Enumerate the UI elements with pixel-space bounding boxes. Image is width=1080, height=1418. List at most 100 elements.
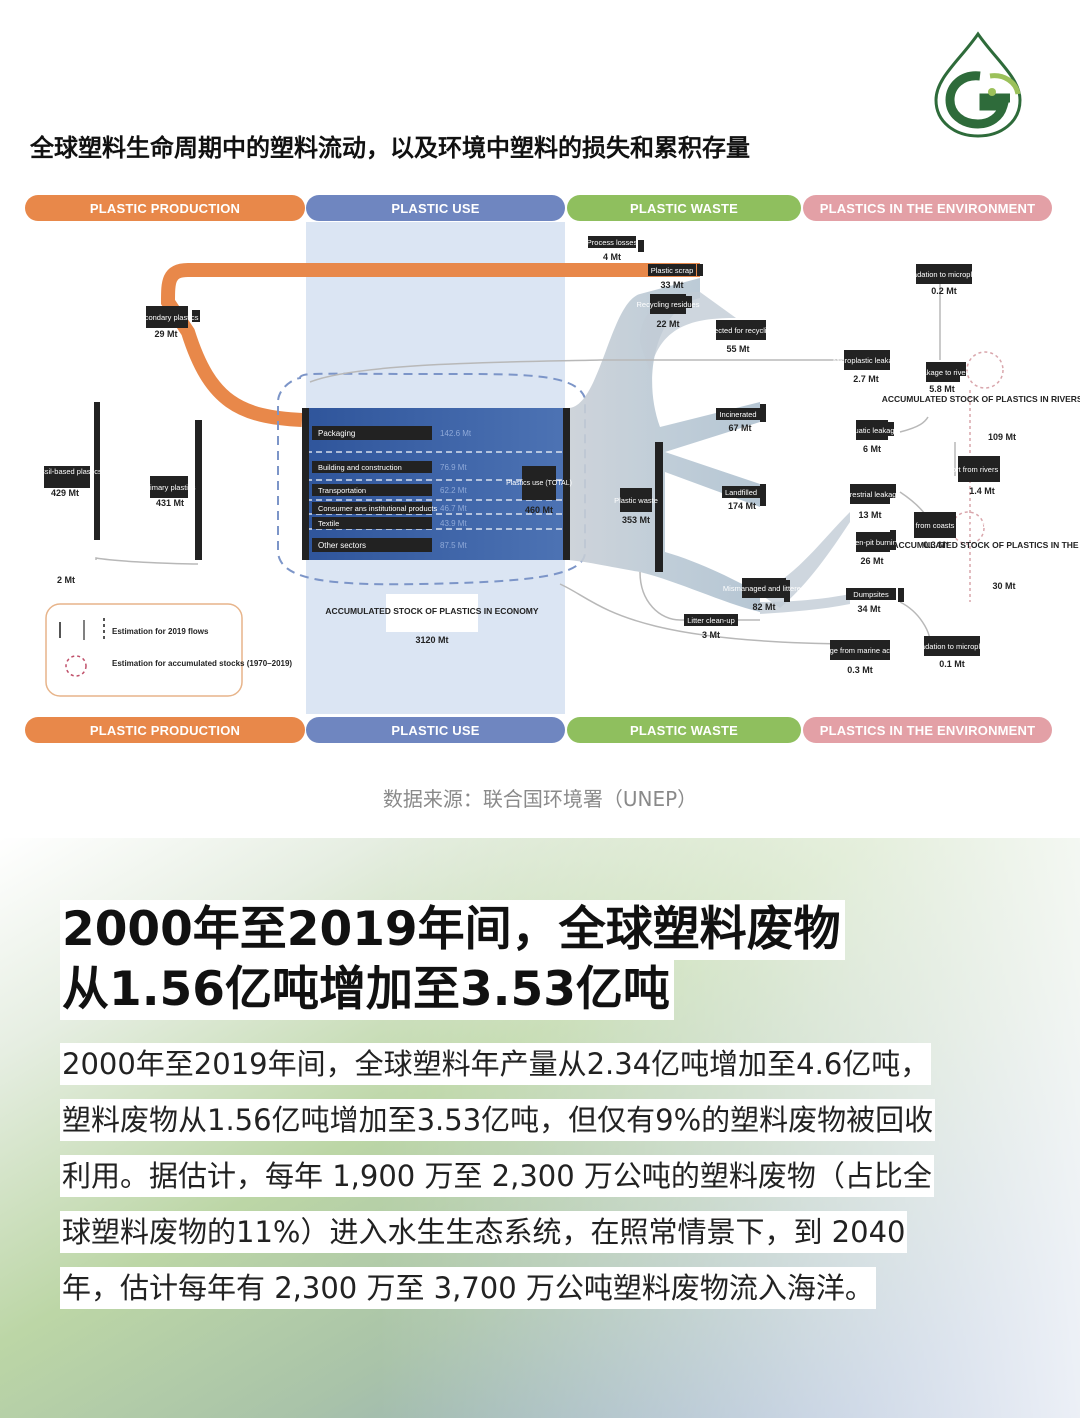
svg-text:Recycling residues: Recycling residues bbox=[637, 300, 700, 309]
svg-text:0.3 Mt: 0.3 Mt bbox=[923, 540, 949, 550]
svg-text:26 Mt: 26 Mt bbox=[860, 556, 883, 566]
svg-text:62.2 Mt: 62.2 Mt bbox=[440, 486, 467, 495]
svg-text:Consumer ans institutional pro: Consumer ans institutional products bbox=[318, 504, 437, 513]
body-text: 2000年至2019年间，全球塑料年产量从2.34亿吨增加至4.6亿吨， 塑料废… bbox=[60, 1043, 1020, 1323]
node-mismanaged: Mismanaged and littered 82 Mt bbox=[723, 578, 805, 612]
node-dumpsites: Dumpsites 34 Mt bbox=[846, 588, 896, 614]
node-landfilled: Landfilled 174 Mt bbox=[722, 486, 760, 511]
node-openpit: Open-pit burning 26 Mt bbox=[845, 532, 901, 566]
svg-text:ACCUMULATED STOCK OF PLASTICS: ACCUMULATED STOCK OF PLASTICS IN ECONOMY bbox=[325, 606, 538, 616]
svg-text:Degradation to microplastics: Degradation to microplastics bbox=[897, 270, 992, 279]
node-leak-rivers: Leakage to rivers 5.8 Mt bbox=[914, 362, 972, 394]
node-aquatic: Aquatic leakage 6 Mt bbox=[845, 420, 899, 454]
svg-text:Plastic waste: Plastic waste bbox=[614, 496, 658, 505]
node-leak-coasts: Leakage from coasts to ocean 0.3 Mt bbox=[885, 512, 985, 550]
svg-text:6 Mt: 6 Mt bbox=[863, 444, 881, 454]
node-recycling-residues: Recycling residues 22 Mt bbox=[637, 294, 700, 329]
body-line-1: 2000年至2019年间，全球塑料年产量从2.34亿吨增加至4.6亿吨， bbox=[60, 1043, 932, 1085]
svg-text:353 Mt: 353 Mt bbox=[622, 515, 650, 525]
svg-text:Process losses: Process losses bbox=[587, 238, 638, 247]
band-environment-top: PLASTICS IN THE ENVIRONMENT bbox=[803, 195, 1052, 221]
infographic-area: 全球塑料生命周期中的塑料流动，以及环境中塑料的损失和累积存量 PLASTIC P… bbox=[25, 31, 1080, 811]
node-stock-ocean: ACCUMULATED STOCK OF PLASTICS IN THE OCE… bbox=[892, 540, 1080, 591]
svg-text:Leakage from marine activities: Leakage from marine activities bbox=[809, 646, 911, 655]
node-microplastic: Microplastic leakage 2.7 Mt bbox=[833, 350, 901, 384]
logo-g-leaf-icon bbox=[934, 31, 1022, 138]
svg-text:Estimation for 2019 flows: Estimation for 2019 flows bbox=[112, 627, 209, 636]
svg-text:Terrestrial leakage: Terrestrial leakage bbox=[839, 490, 900, 499]
body-line-2: 塑料废物从1.56亿吨增加至3.53亿吨，但仅有9%的塑料废物被回收 bbox=[60, 1099, 936, 1141]
svg-text:0.2 Mt: 0.2 Mt bbox=[931, 286, 957, 296]
sector-labels: Packaging 142.6 Mt Building and construc… bbox=[312, 426, 472, 552]
svg-text:Mismanaged and littered: Mismanaged and littered bbox=[723, 584, 805, 593]
svg-text:109 Mt: 109 Mt bbox=[988, 432, 1016, 442]
svg-text:Aquatic leakage: Aquatic leakage bbox=[845, 426, 898, 435]
svg-text:82 Mt: 82 Mt bbox=[752, 602, 775, 612]
svg-text:429 Mt: 429 Mt bbox=[51, 488, 79, 498]
node-degradation-2: Degradation to microplastics 0.1 Mt bbox=[905, 636, 1000, 669]
node-plastics-use-total: Plastics use (TOTAL) 460 Mt bbox=[506, 466, 572, 515]
svg-text:Secondary plastics: Secondary plastics bbox=[136, 313, 199, 322]
headline: 2000年至2019年间，全球塑料废物 从1.56亿吨增加至3.53亿吨 bbox=[60, 900, 845, 1020]
svg-text:Collected for recycling: Collected for recycling bbox=[701, 326, 775, 335]
svg-text:142.6 Mt: 142.6 Mt bbox=[440, 429, 472, 438]
svg-text:Building and construction: Building and construction bbox=[318, 463, 402, 472]
svg-text:22 Mt: 22 Mt bbox=[656, 319, 679, 329]
svg-text:43.9 Mt: 43.9 Mt bbox=[440, 519, 467, 528]
svg-text:Packaging: Packaging bbox=[318, 429, 355, 438]
node-transport-ocean: Transport from rivers to ocean 1.4 Mt bbox=[929, 456, 1029, 496]
svg-text:3120 Mt: 3120 Mt bbox=[415, 635, 448, 645]
legend: Estimation for 2019 flows Estimation for… bbox=[45, 603, 292, 697]
node-bio-value: 2 Mt bbox=[57, 575, 75, 585]
svg-text:Incinerated: Incinerated bbox=[719, 410, 756, 419]
body-line-3: 利用。据估计，每年 1,900 万至 2,300 万公吨的塑料废物（占比全 bbox=[60, 1155, 934, 1197]
node-incinerated: Incinerated 67 Mt bbox=[716, 408, 760, 433]
svg-text:67 Mt: 67 Mt bbox=[728, 423, 751, 433]
svg-text:431 Mt: 431 Mt bbox=[156, 498, 184, 508]
svg-text:174 Mt: 174 Mt bbox=[728, 501, 756, 511]
band-production-top: PLASTIC PRODUCTION bbox=[25, 195, 305, 221]
svg-text:Dumpsites: Dumpsites bbox=[853, 590, 889, 599]
svg-text:Leakage to rivers: Leakage to rivers bbox=[914, 368, 972, 377]
headline-line-1: 2000年至2019年间，全球塑料废物 bbox=[60, 900, 845, 960]
svg-text:ACCUMULATED STOCK OF PLASTICS: ACCUMULATED STOCK OF PLASTICS IN THE OCE… bbox=[892, 540, 1080, 550]
svg-text:Transportation: Transportation bbox=[318, 486, 366, 495]
bar-fossil bbox=[94, 402, 100, 540]
bar-plastic-waste bbox=[655, 442, 663, 572]
main-title: 全球塑料生命周期中的塑料流动，以及环境中塑料的损失和累积存量 bbox=[30, 134, 750, 162]
svg-text:Leakage from coasts to ocean: Leakage from coasts to ocean bbox=[885, 521, 985, 530]
body-line-5: 年，估计每年有 2,300 万至 3,700 万公吨塑料废物流入海洋。 bbox=[60, 1267, 876, 1309]
node-litter-cleanup: Litter clean-up 3 Mt bbox=[684, 614, 738, 640]
body-line-4: 球塑料废物的11%）进入水生生态系统，在照常情景下，到 2040 bbox=[60, 1211, 908, 1253]
headline-line-2: 从1.56亿吨增加至3.53亿吨 bbox=[60, 960, 674, 1020]
svg-text:Fossil-based plastics: Fossil-based plastics bbox=[32, 467, 102, 476]
band-production-bottom: PLASTIC PRODUCTION bbox=[25, 717, 305, 743]
band-use-top: PLASTIC USE bbox=[306, 195, 565, 221]
node-primary: Primary plastics 431 Mt bbox=[143, 476, 196, 508]
svg-text:Plastic scrap: Plastic scrap bbox=[651, 266, 694, 275]
sankey-diagram: Fossil-based plastics 429 Mt Primary pla… bbox=[32, 222, 1080, 714]
band-use-bottom: PLASTIC USE bbox=[306, 717, 565, 743]
svg-text:0.3 Mt: 0.3 Mt bbox=[847, 665, 873, 675]
bar-sectors-in bbox=[302, 408, 309, 560]
svg-text:ACCUMULATED STOCK OF PLASTICS: ACCUMULATED STOCK OF PLASTICS IN RIVERS … bbox=[882, 394, 1080, 404]
band-waste-bottom: PLASTIC WASTE bbox=[567, 717, 801, 743]
node-terrestrial: Terrestrial leakage 13 Mt bbox=[839, 484, 901, 520]
band-environment-bottom: PLASTICS IN THE ENVIRONMENT bbox=[803, 717, 1052, 743]
svg-text:Open-pit burning: Open-pit burning bbox=[845, 538, 901, 547]
bar-primary bbox=[195, 420, 202, 560]
svg-text:Transport from rivers to ocean: Transport from rivers to ocean bbox=[929, 465, 1029, 474]
svg-text:1.4 Mt: 1.4 Mt bbox=[969, 486, 995, 496]
svg-text:Degradation to microplastics: Degradation to microplastics bbox=[905, 642, 1000, 651]
svg-text:55 Mt: 55 Mt bbox=[726, 344, 749, 354]
node-stock-rivers: ACCUMULATED STOCK OF PLASTICS IN RIVERS … bbox=[882, 394, 1080, 442]
node-collected: Collected for recycling 55 Mt bbox=[701, 320, 775, 354]
svg-text:Estimation for accumulated sto: Estimation for accumulated stocks (1970–… bbox=[112, 659, 292, 668]
svg-text:0.1 Mt: 0.1 Mt bbox=[939, 659, 965, 669]
svg-text:2.7 Mt: 2.7 Mt bbox=[853, 374, 879, 384]
svg-text:29 Mt: 29 Mt bbox=[154, 329, 177, 339]
svg-text:5.8 Mt: 5.8 Mt bbox=[929, 384, 955, 394]
svg-text:3 Mt: 3 Mt bbox=[702, 630, 720, 640]
svg-text:13 Mt: 13 Mt bbox=[858, 510, 881, 520]
node-stock-economy: ACCUMULATED STOCK OF PLASTICS IN ECONOMY… bbox=[325, 594, 539, 645]
